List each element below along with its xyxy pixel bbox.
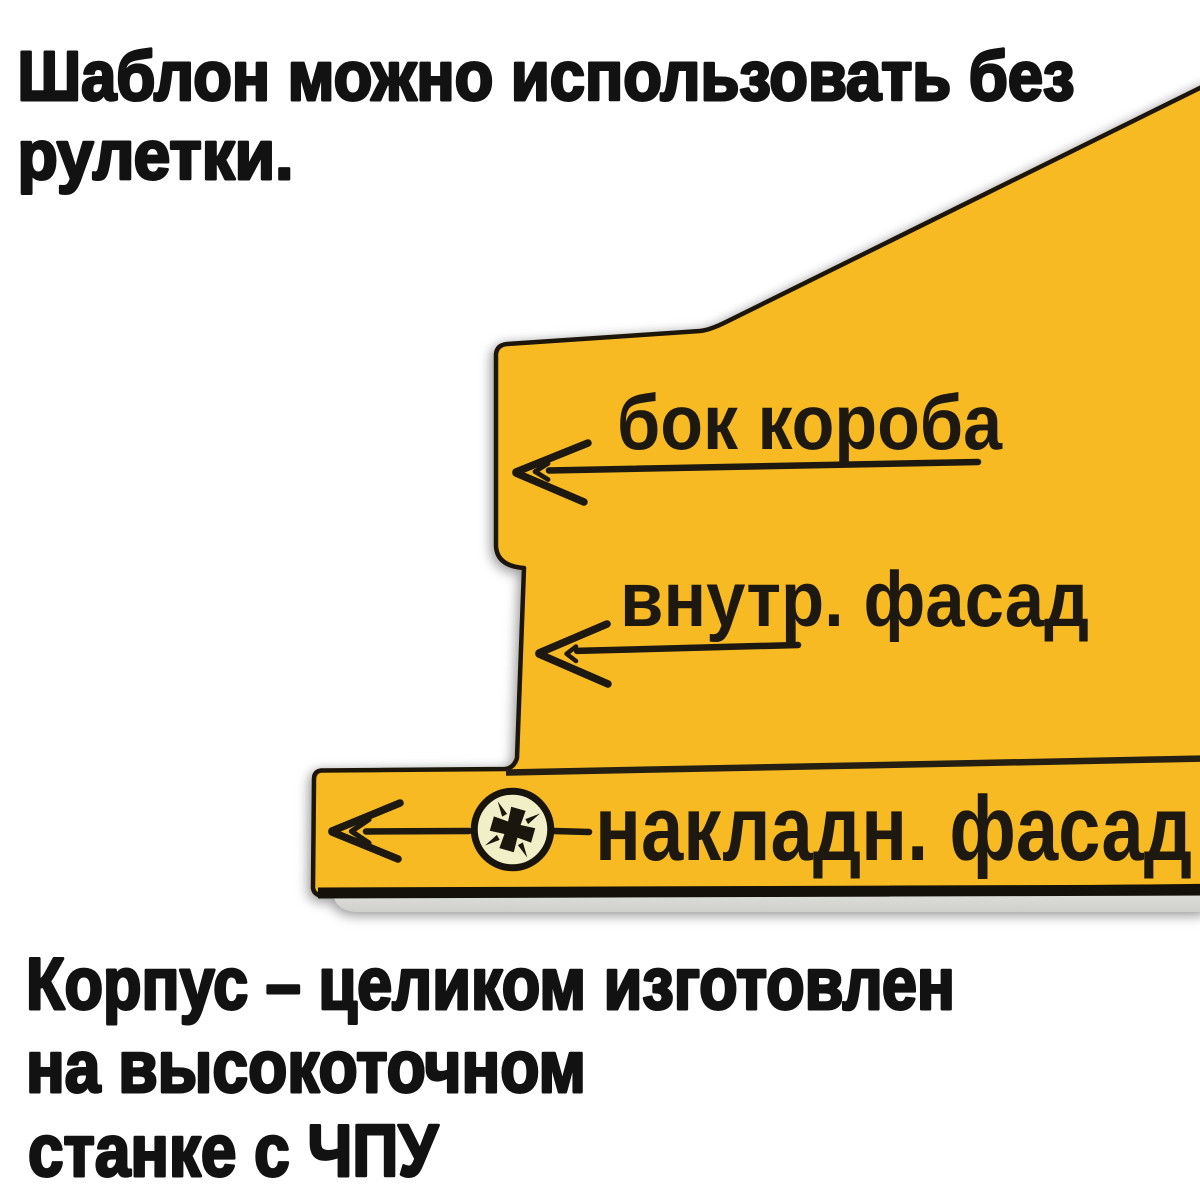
svg-text:Шаблон можно использовать без: Шаблон можно использовать без <box>18 37 1075 115</box>
svg-text:бок короба: бок короба <box>617 378 1003 466</box>
svg-text:накладн. фасад: накладн. фасад <box>595 778 1192 880</box>
svg-text:на высокоточном: на высокоточном <box>26 1027 586 1108</box>
svg-text:внутр. фасад: внутр. фасад <box>620 555 1089 643</box>
svg-text:рулетки.: рулетки. <box>18 116 294 194</box>
svg-text:станке с ЧПУ: станке с ЧПУ <box>28 1111 439 1192</box>
svg-text:Корпус – целиком изготовлен: Корпус – целиком изготовлен <box>26 944 955 1025</box>
